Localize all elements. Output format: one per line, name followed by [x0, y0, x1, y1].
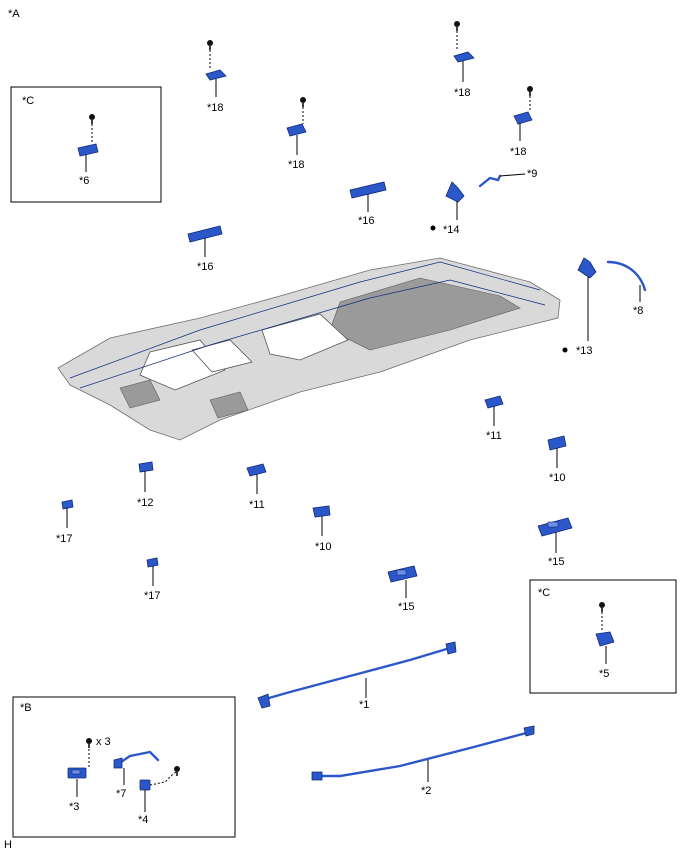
callout-15a: *15 [548, 556, 565, 568]
bolt-icon [174, 766, 180, 776]
part-4-clip [139, 779, 151, 791]
view-label-a: *A [8, 8, 20, 20]
quantity-note: x 3 [96, 736, 111, 748]
callout-16a: *16 [358, 215, 375, 227]
bolt-icon [207, 40, 213, 50]
callout-18d: *18 [510, 146, 527, 158]
part-5-bracket [595, 631, 615, 647]
part-16-lamp [349, 181, 387, 199]
callout-6: *6 [79, 175, 89, 187]
callout-7: *7 [116, 788, 126, 800]
callout-10a: *10 [549, 472, 566, 484]
bolt-icon [599, 602, 605, 612]
footer-label: H [4, 839, 12, 851]
part-18-bracket [286, 123, 307, 137]
callout-1: *1 [359, 699, 369, 711]
callout-17b: *17 [144, 590, 161, 602]
part-11-clip [484, 395, 504, 409]
callout-3: *3 [69, 801, 79, 813]
part-2-rail [311, 725, 535, 781]
callout-14: *14 [443, 224, 460, 236]
part-18-bracket [513, 111, 533, 125]
part-17-clip [146, 557, 159, 568]
roof-headliner [57, 257, 561, 441]
callout-18c: *18 [454, 87, 471, 99]
part-16-lamp [187, 225, 223, 243]
part-15-lamp [537, 517, 573, 537]
callout-16b: *16 [197, 261, 214, 273]
view-label-c-right: *C [538, 587, 550, 599]
part-13-bracket [577, 257, 597, 279]
part-11-clip [246, 463, 267, 477]
callout-12: *12 [137, 497, 154, 509]
part-8-harness [606, 260, 647, 292]
callout-10b: *10 [315, 541, 332, 553]
part-9-harness [478, 174, 502, 188]
part-15-lamp [387, 565, 418, 583]
bolt-icon [527, 86, 533, 96]
part-10-clip [547, 435, 567, 451]
detail-box-b [12, 696, 236, 838]
part-18-bracket [453, 51, 475, 63]
part-7-harness [113, 750, 160, 769]
bullet-icon [562, 347, 568, 353]
callout-8: *8 [633, 305, 643, 317]
bolt-icon [86, 738, 92, 748]
part-18-bracket [205, 69, 227, 81]
part-14-bracket [445, 181, 465, 203]
part-1-rail [257, 641, 457, 709]
callout-15b: *15 [398, 601, 415, 613]
callout-5: *5 [599, 668, 609, 680]
callout-18a: *18 [207, 102, 224, 114]
part-10-clip [312, 505, 331, 518]
bolt-icon [89, 114, 95, 124]
view-label-b: *B [20, 702, 32, 714]
part-12-clip [138, 461, 154, 473]
callout-9: *9 [527, 168, 537, 180]
callout-4: *4 [138, 814, 148, 826]
callout-11b: *11 [249, 499, 265, 511]
callout-18b: *18 [288, 159, 305, 171]
bolt-icon [454, 21, 460, 31]
part-17-clip [61, 499, 74, 510]
detail-box-c-left [10, 86, 162, 203]
detail-box-c-right [529, 579, 677, 694]
part-6-bracket [77, 143, 99, 157]
bullet-icon [430, 225, 436, 231]
callout-17a: *17 [56, 533, 73, 545]
view-label-c-left: *C [22, 95, 34, 107]
callout-11a: *11 [486, 430, 502, 442]
callout-2: *2 [421, 785, 431, 797]
bolt-icon [300, 97, 306, 107]
callout-13: *13 [576, 345, 593, 357]
part-3-bracket [67, 767, 87, 779]
